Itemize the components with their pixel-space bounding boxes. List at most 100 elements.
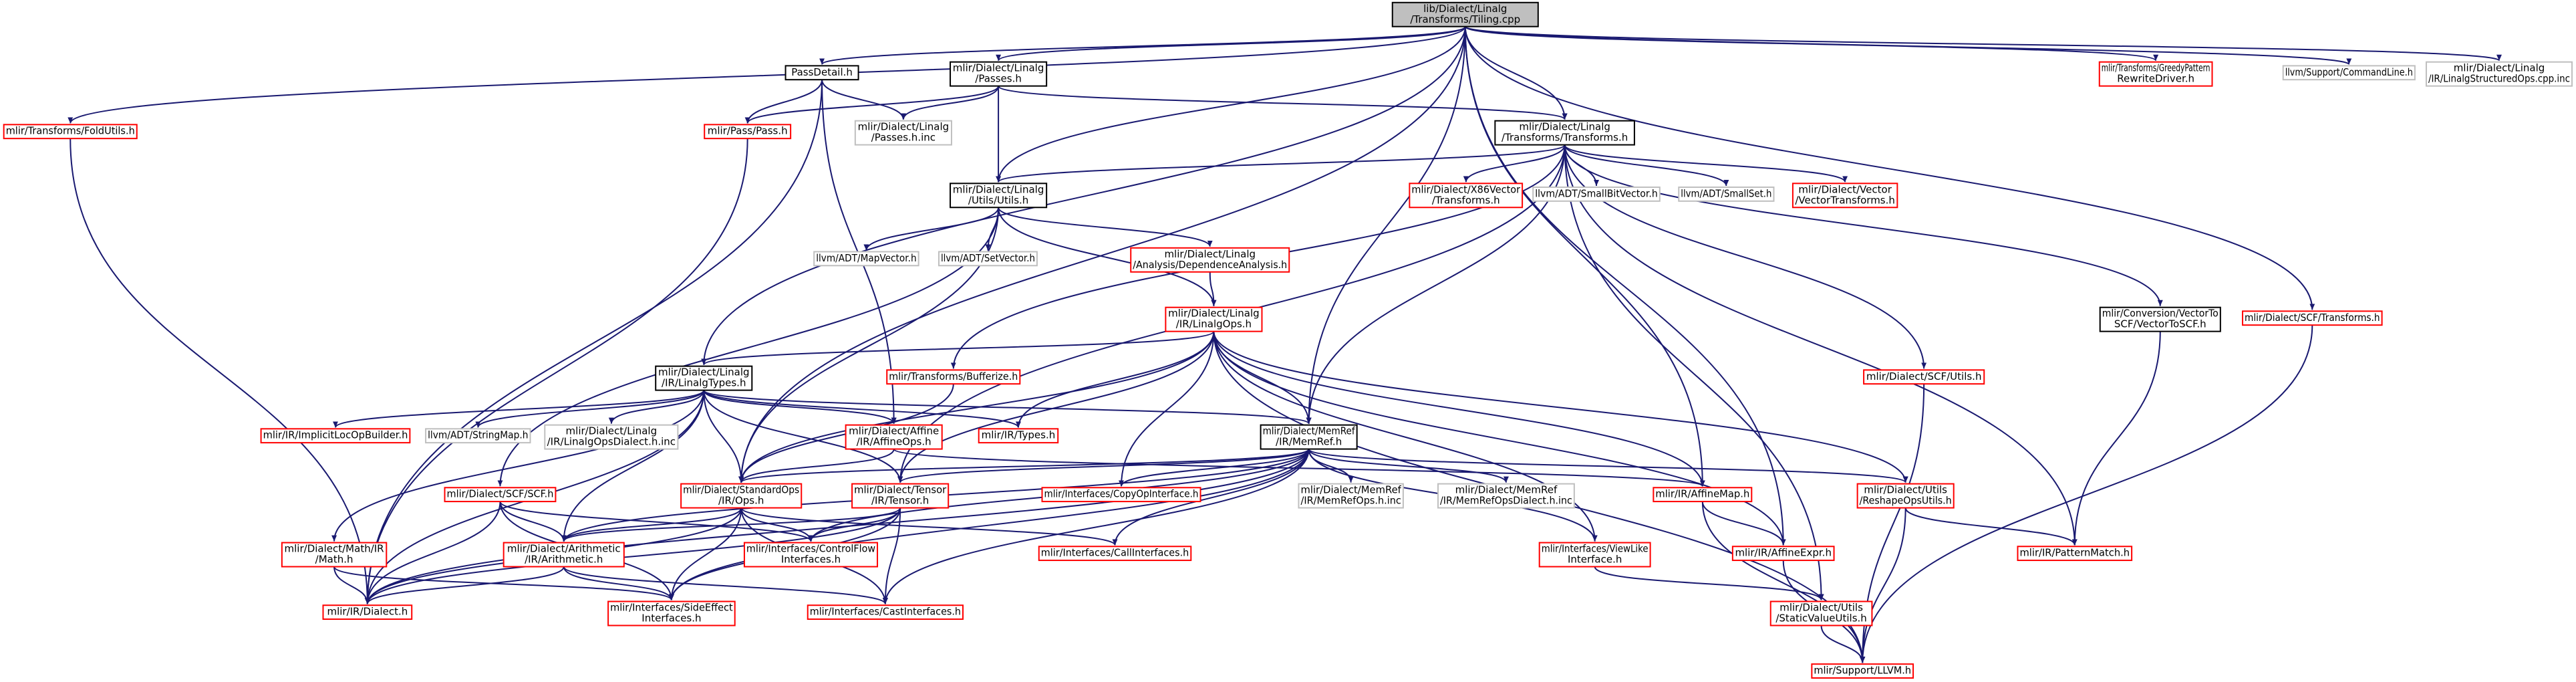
node-label-line: mlir/Interfaces/CastInterfaces.h xyxy=(810,606,961,618)
node-scftransforms[interactable]: mlir/Dialect/SCF/Transforms.h xyxy=(2242,310,2383,326)
edge-n_memref-to-n_memrefdialectinc xyxy=(1308,449,1509,483)
node-reshapeutils[interactable]: mlir/Dialect/Utils/ReshapeOpsUtils.h xyxy=(1856,483,1955,509)
node-copyop[interactable]: mlir/Interfaces/CopyOpInterface.h xyxy=(1041,487,1201,503)
node-label-line: mlir/Transforms/FoldUtils.h xyxy=(6,125,135,137)
node-scfscf[interactable]: mlir/Dialect/SCF/SCF.h xyxy=(444,487,557,503)
edge-n_transforms-to-n_vectortransforms xyxy=(1564,144,1848,183)
node-irdialect[interactable]: mlir/IR/Dialect.h xyxy=(322,604,413,620)
node-label-line: mlir/Dialect/StandardOps xyxy=(683,484,799,496)
node-memref[interactable]: mlir/Dialect/MemRef/IR/MemRef.h xyxy=(1260,424,1358,450)
node-structuredops: mlir/Dialect/Linalg/IR/LinalgStructuredO… xyxy=(2425,61,2573,87)
node-patternmatch[interactable]: mlir/IR/PatternMatch.h xyxy=(2017,546,2133,562)
node-linalgops[interactable]: mlir/Dialect/Linalg/IR/LinalgOps.h xyxy=(1165,306,1263,332)
node-passpass[interactable]: mlir/Pass/Pass.h xyxy=(704,124,792,140)
node-box xyxy=(950,61,1048,87)
node-label-line: mlir/Dialect/MemRef xyxy=(1263,425,1356,437)
node-label-line: mlir/IR/PatternMatch.h xyxy=(2019,547,2130,559)
node-vectortoscf[interactable]: mlir/Conversion/VectorToSCF/VectorToSCF.… xyxy=(2099,306,2221,332)
node-arith[interactable]: mlir/Dialect/Arithmetic/IR/Arithmetic.h xyxy=(503,542,625,568)
node-box xyxy=(1811,663,1914,679)
edge-root-to-n_affinemap xyxy=(1464,26,1705,487)
node-passdetail[interactable]: PassDetail.h xyxy=(784,65,859,81)
node-box xyxy=(1130,247,1290,273)
edge-n_linalgpasses-to-n_passesinc xyxy=(900,86,1000,120)
edge-n_staticvalue-to-n_llvmh xyxy=(1820,625,1866,663)
edge-n_memref-to-n_irdialect xyxy=(364,449,1310,604)
node-label-line: llvm/ADT/SmallBitVector.h xyxy=(1535,187,1658,199)
node-label-line: Interface.h xyxy=(1568,554,1622,566)
node-label-line: mlir/Dialect/Linalg xyxy=(1164,248,1256,260)
edge-n_linalgtypes-to-n_stringmap xyxy=(475,390,705,428)
node-label-line: /IR/AffineOps.h xyxy=(857,436,932,448)
node-linalgpasses[interactable]: mlir/Dialect/Linalg/Passes.h xyxy=(950,61,1048,87)
edge-n_linalgops-to-n_reshapeutils xyxy=(1213,331,1908,483)
node-bufferize[interactable]: mlir/Transforms/Bufferize.h xyxy=(886,369,1021,385)
edge-n_linalgtypes-to-n_implicitloc xyxy=(333,390,705,429)
node-label-line: /VectorTransforms.h xyxy=(1795,194,1895,206)
node-label-line: /Passes.h xyxy=(975,73,1022,85)
node-depanalysis[interactable]: mlir/Dialect/Linalg/Analysis/DependenceA… xyxy=(1130,247,1290,273)
node-box xyxy=(1038,546,1192,562)
node-root[interactable]: lib/Dialect/Linalg/Transforms/Tiling.cpp xyxy=(1391,1,1539,27)
node-label-line: mlir/Dialect/Linalg xyxy=(953,183,1044,195)
node-box xyxy=(743,542,879,568)
node-foldutils[interactable]: mlir/Transforms/FoldUtils.h xyxy=(3,124,138,140)
edge-root-to-n_foldutils xyxy=(67,26,1466,124)
node-label-line: /StaticValueUtils.h xyxy=(1775,612,1866,624)
node-greedy[interactable]: mlir/Transforms/GreedyPatternRewriteDriv… xyxy=(2098,61,2213,87)
node-callif[interactable]: mlir/Interfaces/CallInterfaces.h xyxy=(1038,546,1192,562)
node-box xyxy=(886,369,1021,385)
node-stdops[interactable]: mlir/Dialect/StandardOps/IR/Ops.h xyxy=(680,483,803,509)
node-label-line: /IR/MemRefOps.h.inc xyxy=(1300,495,1401,507)
node-x86[interactable]: mlir/Dialect/X86Vector/Transforms.h xyxy=(1409,183,1524,209)
edge-root-to-n_passdetail xyxy=(819,25,1466,66)
node-label-line: /IR/LinalgStructuredOps.cpp.inc xyxy=(2428,73,2570,85)
node-llvmh[interactable]: mlir/Support/LLVM.h xyxy=(1811,663,1914,679)
edge-n_utils-to-n_depanalysis xyxy=(998,207,1213,247)
node-box xyxy=(680,483,803,509)
edge-n_linalgtypes-to-n_arith xyxy=(561,390,705,542)
node-staticvalue[interactable]: mlir/Dialect/Utils/StaticValueUtils.h xyxy=(1769,600,1873,627)
node-box xyxy=(3,124,138,140)
node-affinemap[interactable]: mlir/IR/AffineMap.h xyxy=(1653,487,1753,503)
edge-n_tensor-to-n_castif xyxy=(882,507,901,604)
edge-n_passpass-to-n_irdialect xyxy=(364,138,748,604)
node-box xyxy=(950,183,1048,209)
node-linalgopsdialect: mlir/Dialect/Linalg/IR/LinalgOpsDialect.… xyxy=(544,424,679,450)
edge-n_linalgops-to-n_stdops xyxy=(738,331,1215,483)
node-affineexpr[interactable]: mlir/IR/AffineExpr.h xyxy=(1731,546,1835,562)
edge-n_linalgops-to-n_copyop xyxy=(1119,331,1215,487)
node-scfutils[interactable]: mlir/Dialect/SCF/Utils.h xyxy=(1863,369,1985,385)
edge-n_affineops-to-n_stdops xyxy=(738,449,895,483)
node-label-line: /IR/Arithmetic.h xyxy=(525,554,603,566)
edge-n_stdops-to-n_controlflow xyxy=(740,507,814,542)
node-box xyxy=(607,600,736,627)
node-label-line: llvm/ADT/SetVector.h xyxy=(941,252,1035,264)
node-box xyxy=(1494,120,1635,146)
node-linalgtypes[interactable]: mlir/Dialect/Linalg/IR/LinalgTypes.h xyxy=(655,365,753,391)
node-label-line: /Math.h xyxy=(315,554,353,566)
node-math[interactable]: mlir/Dialect/Math/IR/Math.h xyxy=(281,542,388,568)
edge-n_linalgtypes-to-n_stdops xyxy=(703,390,744,483)
edge-n_tensor-to-n_arith xyxy=(561,507,901,542)
node-cmdline: llvm/Support/CommandLine.h xyxy=(2282,65,2416,81)
node-castif[interactable]: mlir/Interfaces/CastInterfaces.h xyxy=(807,604,964,620)
node-affineops[interactable]: mlir/Dialect/Affine/IR/AffineOps.h xyxy=(845,424,943,450)
node-transforms[interactable]: mlir/Dialect/Linalg/Transforms/Transform… xyxy=(1494,120,1635,146)
edge-n_memref-to-n_castif xyxy=(882,449,1310,604)
node-tensor[interactable]: mlir/Dialect/Tensor/IR/Tensor.h xyxy=(851,483,950,509)
node-box xyxy=(544,424,679,450)
edge-n_arith-to-n_irdialect xyxy=(364,566,565,604)
node-utils[interactable]: mlir/Dialect/Linalg/Utils/Utils.h xyxy=(950,183,1048,209)
node-irtypes[interactable]: mlir/IR/Types.h xyxy=(978,428,1059,444)
node-label-line: mlir/Interfaces/CallInterfaces.h xyxy=(1041,547,1189,559)
edge-n_scfscf-to-n_irdialect xyxy=(364,501,501,604)
edge-root-to-n_structuredops xyxy=(1464,25,2502,62)
node-implicitloc[interactable]: mlir/IR/ImplicitLocOpBuilder.h xyxy=(260,428,411,444)
node-label-line: mlir/Dialect/Linalg xyxy=(1168,308,1260,320)
node-vectortransforms[interactable]: mlir/Dialect/Vector/VectorTransforms.h xyxy=(1792,183,1898,209)
